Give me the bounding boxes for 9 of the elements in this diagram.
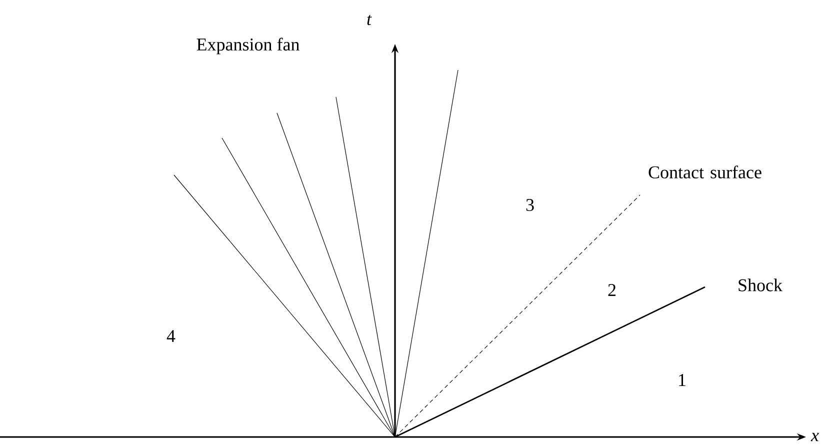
line-label: Contact surface (648, 166, 762, 178)
axis-label: t (367, 14, 372, 26)
region-number: 3 (526, 198, 534, 212)
region-number: 1 (679, 374, 686, 386)
region-number: 4 (166, 330, 176, 342)
region-number: 2 (608, 284, 616, 296)
line-label: Shock (738, 278, 782, 292)
line-label: Expansion fan (196, 38, 300, 54)
axis-label: x (810, 432, 819, 442)
